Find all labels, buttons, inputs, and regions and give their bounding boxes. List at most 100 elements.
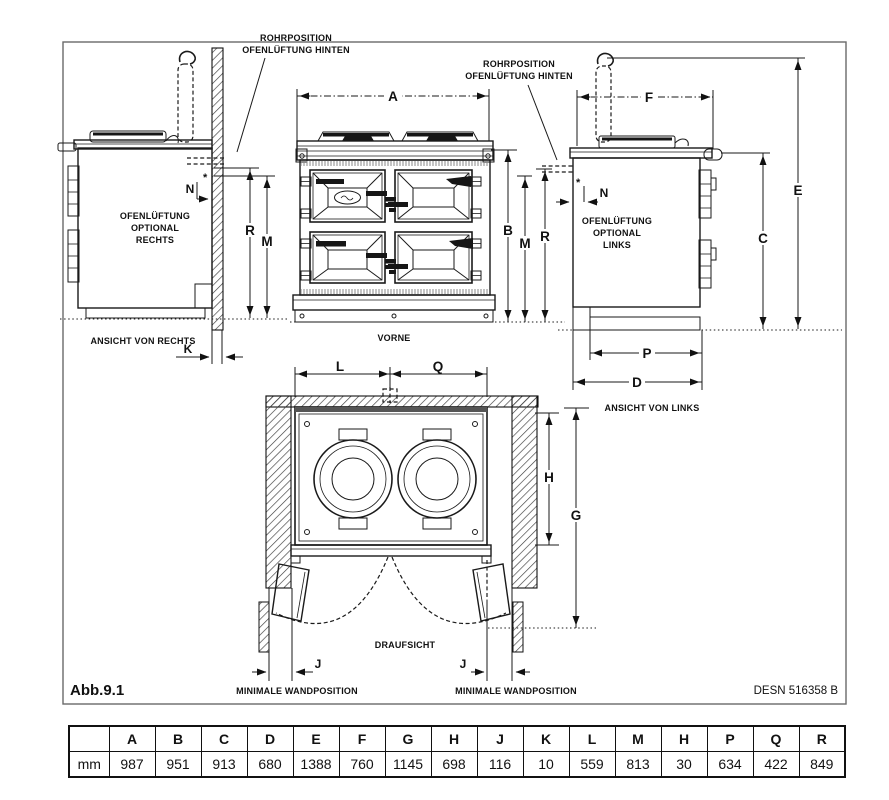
view-right-side: * N R M K OFENLÜFTUNG OPTIONAL RECHTS AN… — [57, 47, 287, 364]
oven-door — [300, 169, 396, 223]
flue-hook — [178, 50, 197, 65]
table-value-cell: 1388 — [292, 751, 340, 778]
vent-note: OPTIONAL — [131, 223, 179, 233]
open-door-left — [271, 563, 310, 622]
dim-label-j: J — [460, 657, 467, 671]
table-header-cell: K — [522, 725, 570, 752]
dim-label-k: K — [184, 342, 193, 356]
flue-hook — [596, 52, 615, 67]
table-value-cell: 10 — [522, 751, 570, 778]
dim-label-n: N — [186, 182, 195, 196]
table-value-cell: 987 — [108, 751, 156, 778]
table-header-cell: Q — [752, 725, 800, 752]
table-value-cell: 951 — [154, 751, 202, 778]
table-header-cell: L — [568, 725, 616, 752]
dim-label-r: R — [540, 229, 550, 244]
dim-label-g: G — [571, 508, 582, 523]
wall-hatch — [265, 395, 292, 589]
callout-text: ROHRPOSITION — [483, 59, 555, 69]
view-caption: DRAUFSICHT — [375, 640, 436, 650]
table-header-cell: C — [200, 725, 248, 752]
dim-label-b: B — [503, 223, 513, 238]
table-header-row: A B C D E F G H J K L M H P Q R — [68, 725, 846, 752]
table-corner-cell — [68, 725, 110, 752]
min-wall-caption: MINIMALE WANDPOSITION — [455, 686, 577, 696]
table-header-cell: D — [246, 725, 294, 752]
min-wall-hatch — [258, 601, 270, 653]
cooker-body — [572, 157, 701, 308]
table-value-cell: 913 — [200, 751, 248, 778]
table-header-cell: F — [338, 725, 386, 752]
table-value-cell: 634 — [706, 751, 754, 778]
vent-note: RECHTS — [136, 235, 174, 245]
min-wall-hatch — [512, 601, 524, 653]
footnote-star: * — [203, 172, 208, 184]
hotplate-right — [397, 428, 477, 530]
table-header-cell: B — [154, 725, 202, 752]
table-value-cell: 813 — [614, 751, 662, 778]
vent-note: OFENLÜFTUNG — [582, 216, 652, 226]
oven-door — [300, 231, 396, 284]
top-plate — [569, 147, 713, 159]
table-header-cell: J — [476, 725, 524, 752]
lid-handle — [165, 135, 179, 144]
table-value-cell: 30 — [660, 751, 708, 778]
lid-handle — [674, 138, 689, 147]
vent-note: OPTIONAL — [593, 228, 641, 238]
table-value-cell: 422 — [752, 751, 800, 778]
callout-text: OFENLÜFTUNG HINTEN — [465, 71, 573, 81]
flue-pipe — [177, 63, 194, 143]
vent-note: OFENLÜFTUNG — [120, 211, 190, 221]
table-value-cell: 1145 — [384, 751, 432, 778]
view-caption: ANSICHT VON LINKS — [605, 403, 700, 413]
table-value-row: mm 987 951 913 680 1388 760 1145 698 116… — [68, 751, 846, 778]
figure-frame: Abb.9.1 DESN 516358 B — [62, 41, 847, 705]
dim-label-p: P — [642, 346, 651, 361]
table-unit-cell: mm — [68, 751, 110, 778]
view-top: L Q — [236, 359, 596, 696]
hob-lid — [89, 130, 167, 143]
view-front: A — [290, 88, 573, 343]
table-value-cell: 849 — [798, 751, 846, 778]
dim-label-m: M — [261, 234, 272, 249]
dim-label-m: M — [519, 236, 530, 251]
table-header-cell: E — [292, 725, 340, 752]
pipe-position-callout-left: ROHRPOSITION OFENLÜFTUNG HINTEN — [236, 33, 350, 153]
table-value-cell: 698 — [430, 751, 478, 778]
dim-label-l: L — [336, 359, 344, 374]
table-header-cell: H — [660, 725, 708, 752]
table-header-cell: R — [798, 725, 846, 752]
wall-hatch — [265, 395, 539, 408]
view-caption: ANSICHT VON RECHTS — [90, 336, 195, 346]
dim-label-d: D — [632, 375, 642, 390]
wall-hatch — [211, 47, 224, 331]
view-left-side: F * N OFENLÜFTUNG OPTIONAL LINKS — [556, 52, 842, 413]
dim-label-q: Q — [433, 359, 444, 374]
hotplate-left — [313, 428, 393, 530]
table-header-cell: P — [706, 725, 754, 752]
table-header-cell: H — [430, 725, 478, 752]
table-header-cell: A — [108, 725, 156, 752]
table-value-cell: 760 — [338, 751, 386, 778]
table-value-cell: 116 — [476, 751, 524, 778]
oven-door — [388, 231, 482, 284]
dim-label-j: J — [315, 657, 322, 671]
open-door-right — [472, 563, 511, 622]
top-plate — [73, 139, 213, 150]
table-value-cell: 680 — [246, 751, 294, 778]
figure-caption: Abb.9.1 — [70, 682, 124, 699]
min-wall-caption: MINIMALE WANDPOSITION — [236, 686, 358, 696]
dim-label-c: C — [758, 231, 768, 246]
view-caption: VORNE — [377, 333, 410, 343]
dim-label-h: H — [544, 470, 554, 485]
table-header-cell: M — [614, 725, 662, 752]
drawing-number: DESN 516358 B — [754, 685, 839, 697]
pipe-position-callout-right: ROHRPOSITION OFENLÜFTUNG HINTEN — [465, 59, 573, 161]
aga-logo — [334, 190, 361, 205]
dim-label-r: R — [245, 223, 255, 238]
dim-label-n: N — [600, 186, 609, 200]
vent-note: LINKS — [603, 240, 631, 250]
callout-text: ROHRPOSITION — [260, 33, 332, 43]
